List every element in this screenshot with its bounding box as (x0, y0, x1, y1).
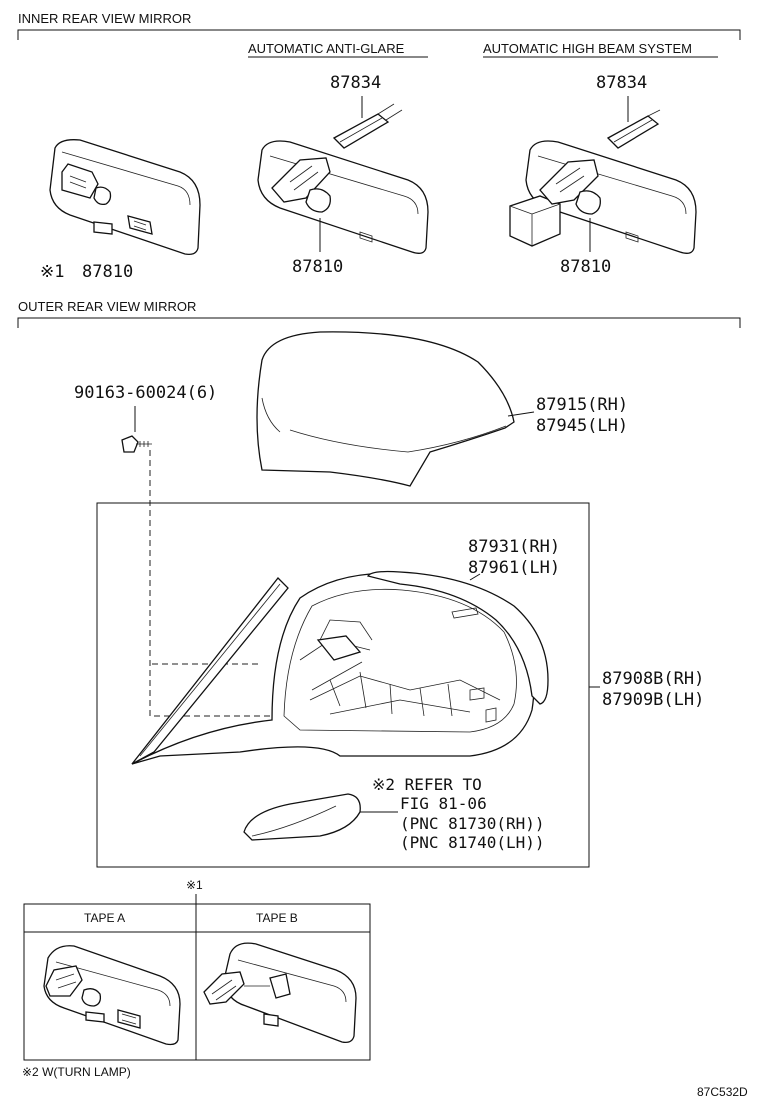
refer-line-4: (PNC 81740(LH)) (400, 833, 545, 852)
tape-table (23, 903, 371, 1061)
ag-mirror-cover (332, 103, 403, 149)
hb-inner-mirror (509, 140, 697, 254)
turn-lamp (243, 793, 361, 841)
figure-id: 87C532D (697, 1085, 748, 1099)
outer-assembly-frame (96, 502, 590, 868)
tape-b-header: TAPE B (256, 911, 298, 925)
cover-rh-part-number: 87915(RH) (536, 395, 628, 415)
glass-lh-part-number: 87961(LH) (468, 558, 560, 578)
tape-a-mirror (43, 945, 181, 1046)
high-beam-title: AUTOMATIC HIGH BEAM SYSTEM (483, 41, 692, 56)
assy-rh-part-number: 87908B(RH) (602, 669, 704, 689)
anti-glare-title: AUTOMATIC ANTI-GLARE (248, 41, 405, 56)
footnote: ※2 W(TURN LAMP) (22, 1065, 131, 1079)
mirror-std-mark: ※1 (40, 262, 64, 282)
ag-inner-mirror (257, 140, 429, 254)
tape-table-mark: ※1 (186, 878, 203, 892)
hb-cover-part-number: 87834 (596, 73, 647, 93)
inner-section-title: INNER REAR VIEW MIRROR (18, 11, 191, 26)
hb-mirror-cover (606, 109, 661, 149)
refer-line-2: FIG 81-06 (400, 794, 487, 813)
outer-mirror-assembly (131, 570, 549, 765)
tape-a-header: TAPE A (84, 911, 125, 925)
screw-icon (121, 435, 152, 453)
outer-mirror-cover (256, 331, 515, 487)
glass-leader (469, 573, 481, 581)
hb-mirror-part-number: 87810 (560, 257, 611, 277)
glass-rh-part-number: 87931(RH) (468, 537, 560, 557)
screw-part-number: 90163-60024(6) (74, 383, 217, 403)
outer-section-bracket (17, 317, 741, 328)
mirror-std-part-number: 87810 (82, 262, 133, 282)
inner-mirror-standard (49, 139, 201, 256)
tape-b-mirror (203, 942, 357, 1044)
refer-line-1: ※2 REFER TO (372, 775, 482, 794)
inner-section-bracket (17, 29, 741, 40)
ag-cover-part-number: 87834 (330, 73, 381, 93)
cover-leader (507, 411, 535, 417)
screw-dashed-path (149, 450, 290, 717)
ag-mirror-part-number: 87810 (292, 257, 343, 277)
cover-lh-part-number: 87945(LH) (536, 416, 628, 436)
refer-line-3: (PNC 81730(RH)) (400, 814, 545, 833)
assy-lh-part-number: 87909B(LH) (602, 690, 704, 710)
outer-section-title: OUTER REAR VIEW MIRROR (18, 299, 196, 314)
